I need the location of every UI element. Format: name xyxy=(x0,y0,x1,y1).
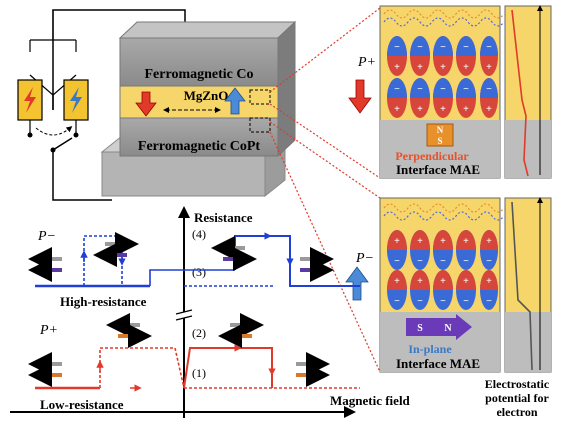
down-arrow-red xyxy=(135,91,157,117)
perpendicular-label: Perpendicular xyxy=(395,149,469,163)
svg-text:+: + xyxy=(417,276,423,287)
device-stack: Ferromagnetic Co MgZnO Ferromagnetic CoP… xyxy=(100,7,381,373)
svg-text:−: − xyxy=(486,256,492,267)
magnet-s-label: S xyxy=(437,136,442,146)
svg-text:+: + xyxy=(394,276,400,287)
svg-text:−: − xyxy=(394,42,400,53)
svg-text:−: − xyxy=(463,42,469,53)
magnet-perpendicular xyxy=(426,123,454,147)
svg-text:+: + xyxy=(417,104,423,115)
high-curve-dashed-left xyxy=(83,235,122,286)
lightning-red-icon xyxy=(24,87,36,113)
arrow-pair-high-left xyxy=(28,247,62,282)
arrow-pair-low-3 xyxy=(218,313,264,348)
svg-text:−: − xyxy=(486,296,492,307)
up-arrow-panel-icon xyxy=(345,266,369,301)
svg-text:+: + xyxy=(463,62,469,73)
svg-text:−: − xyxy=(440,84,446,95)
panel-bottom: + − + − + − + − + − + − + − + − + − + − S N In-pla… xyxy=(345,197,552,373)
svg-text:+: + xyxy=(463,104,469,115)
circuit xyxy=(17,9,186,201)
svg-text:+: + xyxy=(417,62,423,73)
svg-text:+: + xyxy=(394,104,400,115)
svg-text:−: − xyxy=(463,84,469,95)
potential-caption-2: potential for xyxy=(485,391,549,405)
svg-text:−: − xyxy=(417,256,423,267)
x-axis-label: Magnetic field xyxy=(330,393,411,408)
potential-curve-top xyxy=(511,9,529,177)
magnet-arrow-icon xyxy=(456,314,472,340)
arrow-pair-low-left xyxy=(28,352,62,387)
interface-mae-top-label: Interface MAE xyxy=(396,162,480,177)
svg-text:+: + xyxy=(394,236,400,247)
svg-text:−: − xyxy=(463,296,469,307)
magnet-n-inplane-label: N xyxy=(444,323,452,334)
arrow-pair-high-2 xyxy=(93,232,139,267)
arrow-pair-high-right xyxy=(300,247,334,282)
polarization-bottom-label: P− xyxy=(355,251,374,266)
potential-curve-bottom xyxy=(511,201,533,371)
top-layer-label: Ferromagnetic Co xyxy=(145,67,254,82)
potential-caption-3: electron xyxy=(496,405,537,419)
arrow-pair-high-3 xyxy=(211,236,257,271)
low-resistance-label: Low-resistance xyxy=(40,397,124,412)
panel-top: − + − + − + − + − + − + − + − + − + − + N S Perpen… xyxy=(348,5,552,179)
magnet-s-inplane-label: S xyxy=(417,323,423,334)
svg-text:+: + xyxy=(463,236,469,247)
svg-text:−: − xyxy=(417,296,423,307)
magnet-n-label: N xyxy=(437,125,444,135)
svg-text:−: − xyxy=(440,296,446,307)
high-curve-right xyxy=(234,235,360,287)
svg-text:+: + xyxy=(440,276,446,287)
point-1-label: (1) xyxy=(192,366,206,380)
polarization-low-label: P+ xyxy=(39,323,58,338)
svg-text:+: + xyxy=(486,62,492,73)
svg-text:−: − xyxy=(440,256,446,267)
svg-text:−: − xyxy=(394,256,400,267)
low-curve-dashed-left xyxy=(99,347,175,388)
svg-text:−: − xyxy=(417,84,423,95)
high-curve-mid xyxy=(149,269,235,286)
down-arrow-panel-icon xyxy=(348,79,372,114)
svg-text:+: + xyxy=(486,276,492,287)
inplane-label: In-plane xyxy=(408,342,452,356)
magnet-inplane xyxy=(406,318,456,336)
svg-text:+: + xyxy=(463,276,469,287)
lightning-blue-icon xyxy=(70,87,82,113)
svg-text:+: + xyxy=(394,62,400,73)
svg-text:−: − xyxy=(417,42,423,53)
svg-text:+: + xyxy=(417,236,423,247)
dipoles-top: − + − + − + − + − + − + − + − + − + − + xyxy=(387,36,498,118)
arrow-pair-low-2 xyxy=(106,313,152,348)
svg-text:−: − xyxy=(394,296,400,307)
svg-text:+: + xyxy=(486,236,492,247)
svg-text:+: + xyxy=(440,104,446,115)
svg-text:+: + xyxy=(440,62,446,73)
barrier-label: MgZnO xyxy=(184,88,229,103)
polarization-high-label: P− xyxy=(37,229,56,244)
y-axis-label: Resistance xyxy=(194,210,253,225)
svg-text:−: − xyxy=(440,42,446,53)
point-3-label: (3) xyxy=(192,265,206,279)
up-arrow-blue xyxy=(224,87,246,115)
high-resistance-label: High-resistance xyxy=(60,294,147,309)
hysteresis-graph: Resistance Magnetic field High-resistanc… xyxy=(10,206,411,418)
svg-text:−: − xyxy=(486,84,492,95)
polarization-top-label: P+ xyxy=(357,55,376,70)
dipoles-bottom: + − + − + − + − + − + − + − + − + − + − xyxy=(387,230,498,310)
svg-text:−: − xyxy=(394,84,400,95)
svg-text:−: − xyxy=(486,42,492,53)
svg-text:−: − xyxy=(463,256,469,267)
point-2-label: (2) xyxy=(192,326,206,340)
bottom-layer-label: Ferromagnetic CoPt xyxy=(138,139,261,154)
interface-mae-bottom-label: Interface MAE xyxy=(396,356,480,371)
svg-text:+: + xyxy=(486,104,492,115)
point-4-label: (4) xyxy=(192,227,206,241)
arrow-pair-low-right xyxy=(296,352,330,387)
potential-caption-1: Electrostatic xyxy=(485,377,550,391)
svg-text:+: + xyxy=(440,236,446,247)
